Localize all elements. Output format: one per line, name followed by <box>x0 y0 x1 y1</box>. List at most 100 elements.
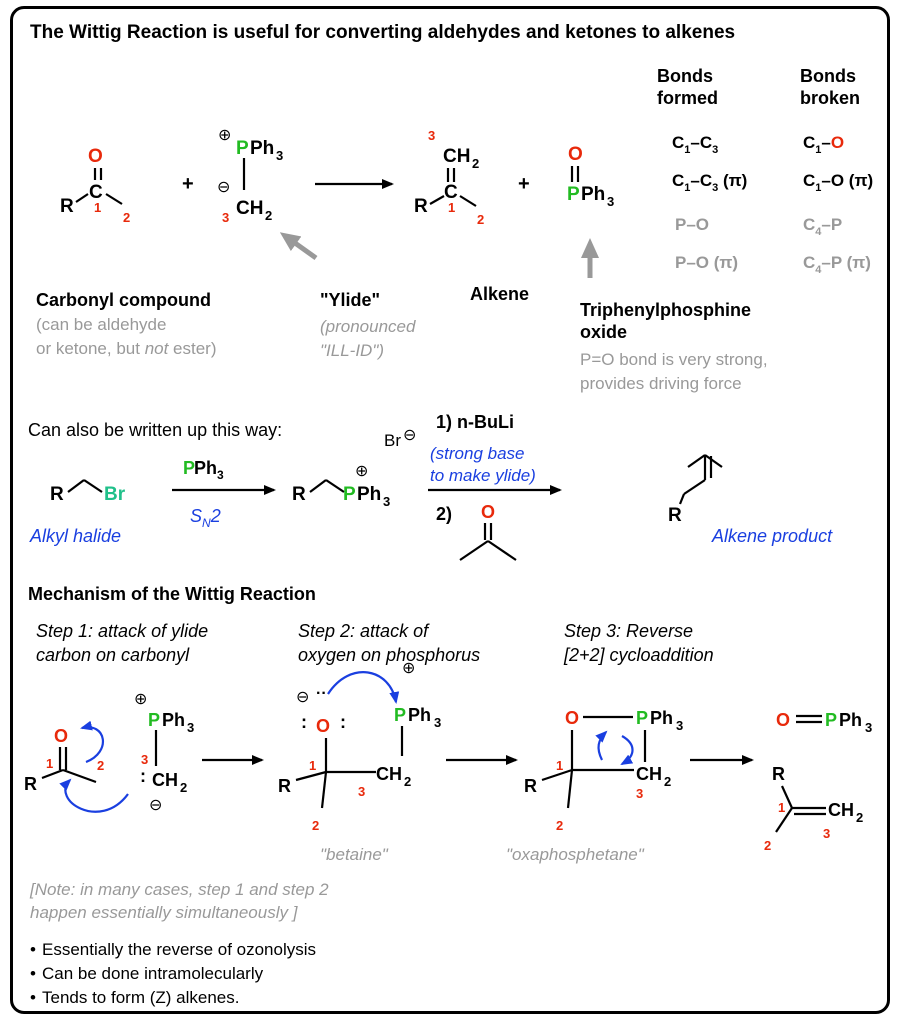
svg-text:1: 1 <box>94 200 101 215</box>
note-line-1: [Note: in many cases, step 1 and step 2 <box>29 880 329 899</box>
alkene-product-label: Alkene product <box>711 526 833 546</box>
svg-text:2: 2 <box>664 774 671 789</box>
ylide-structure: ⊕ P Ph 3 ⊖ CH 2 3 <box>217 127 283 225</box>
svg-text:R: R <box>292 484 306 505</box>
tppo-label: Triphenylphosphine <box>580 300 751 320</box>
broken-bond-1: C1–O <box>803 133 844 156</box>
svg-text:3: 3 <box>676 718 683 733</box>
carbonyl-label: Carbonyl compound <box>36 290 211 310</box>
svg-text::: : <box>301 712 307 732</box>
svg-text:Bonds: Bonds <box>800 66 856 86</box>
svg-text:R: R <box>414 196 428 217</box>
svg-text:P: P <box>236 138 249 159</box>
svg-text:3: 3 <box>428 128 435 143</box>
bullet-list: • Essentially the reverse of ozonolysis … <box>30 940 316 1007</box>
svg-text:Step 1: attack of ylide: Step 1: attack of ylide <box>36 621 208 641</box>
ylide-label: "Ylide" <box>320 290 380 310</box>
svg-text:•: • <box>30 940 36 959</box>
svg-text:2: 2 <box>404 774 411 789</box>
svg-text:C: C <box>444 182 458 203</box>
svg-text:Ph: Ph <box>650 708 673 728</box>
svg-text:(pronounced: (pronounced <box>320 317 416 336</box>
step1-reagent: 1) n-BuLi <box>436 412 514 432</box>
svg-text:2: 2 <box>477 212 484 227</box>
svg-text:CH: CH <box>236 198 263 219</box>
atom-o: O <box>88 146 103 167</box>
svg-text:⊖: ⊖ <box>149 797 162 814</box>
final-products-structure: O P Ph 3 R 1 CH 2 3 2 <box>764 710 872 853</box>
svg-text:+: + <box>518 173 530 195</box>
svg-text:Ph: Ph <box>250 138 274 159</box>
svg-text:P: P <box>567 184 580 205</box>
atom-c: C <box>89 182 103 203</box>
svg-text:CH: CH <box>443 146 470 167</box>
acetone-structure: O <box>459 502 517 561</box>
svg-text:Br: Br <box>104 484 126 505</box>
svg-text:1: 1 <box>778 800 785 815</box>
oxaphosphetane-structure: O P Ph 3 CH 2 3 1 R 2 <box>524 708 683 833</box>
svg-text:P: P <box>636 708 648 728</box>
note-line-2: happen essentially simultaneously ] <box>30 903 299 922</box>
svg-text:CH: CH <box>636 764 662 784</box>
bullet-item: Tends to form (Z) alkenes. <box>42 988 239 1007</box>
svg-text:R: R <box>772 764 785 784</box>
svg-text:3: 3 <box>222 210 229 225</box>
ylide-pointer-arrow <box>279 232 318 261</box>
svg-text:Bonds: Bonds <box>657 66 713 86</box>
svg-text::: : <box>140 766 146 786</box>
svg-text:CH: CH <box>828 800 854 820</box>
broken-bond-4: C4–P (π) <box>803 253 871 276</box>
formed-bond-3: P–O <box>675 215 709 234</box>
svg-text:Ph: Ph <box>357 484 381 505</box>
svg-text:2: 2 <box>472 156 479 171</box>
formed-bond-1: C1–C3 <box>672 133 718 156</box>
svg-text:··: ·· <box>316 685 327 702</box>
svg-text:3: 3 <box>607 194 614 209</box>
svg-text:2: 2 <box>556 818 563 833</box>
svg-text:⊖: ⊖ <box>217 179 230 196</box>
broken-bond-2: C1–O (π) <box>803 171 873 194</box>
svg-text:P: P <box>394 705 406 725</box>
tppo-structure: O P Ph 3 <box>567 144 614 209</box>
svg-text:2: 2 <box>97 758 104 773</box>
svg-text:O: O <box>54 726 68 746</box>
svg-text:1: 1 <box>309 758 316 773</box>
svg-text:provides driving force: provides driving force <box>580 374 742 393</box>
svg-text:2: 2 <box>764 838 771 853</box>
svg-text:⊕: ⊕ <box>402 660 415 677</box>
svg-text:3: 3 <box>823 826 830 841</box>
alkyl-bromide-structure: R Br <box>50 479 126 505</box>
bonds-table: Bonds formed Bonds broken C1–C3 C1–C3 (π… <box>657 66 873 276</box>
svg-text:⊕: ⊕ <box>134 691 147 708</box>
bullet-item: Can be done intramolecularly <box>42 964 264 983</box>
svg-text:Step 2: attack of: Step 2: attack of <box>298 621 430 641</box>
svg-text:Ph: Ph <box>581 184 605 205</box>
phosphonium-salt-structure: Br ⊖ ⊕ R P Ph 3 <box>292 427 416 509</box>
svg-text:Ph: Ph <box>839 710 862 730</box>
svg-text:R: R <box>50 484 64 505</box>
svg-text::: : <box>340 712 346 732</box>
svg-text:P: P <box>148 710 160 730</box>
svg-text:Ph: Ph <box>408 705 431 725</box>
svg-text:R: R <box>524 776 537 796</box>
svg-text:oxide: oxide <box>580 322 627 342</box>
carbonyl-note-1: (can be aldehyde <box>36 315 166 334</box>
page-title: The Wittig Reaction is useful for conver… <box>30 22 735 43</box>
svg-text:⊕: ⊕ <box>355 463 368 480</box>
svg-text:"ILL-ID"): "ILL-ID") <box>320 341 384 360</box>
svg-text:R: R <box>24 774 37 794</box>
svg-text:2: 2 <box>312 818 319 833</box>
formed-bond-2: C1–C3 (π) <box>672 171 747 194</box>
svg-text:2: 2 <box>265 208 272 223</box>
svg-text:1: 1 <box>448 200 455 215</box>
svg-text:3: 3 <box>865 720 872 735</box>
alt-heading: Can also be written up this way: <box>28 420 282 440</box>
oxaphosphetane-label: "oxaphosphetane" <box>506 845 645 864</box>
svg-text:3: 3 <box>383 494 390 509</box>
broken-bond-3: C4–P <box>803 215 842 238</box>
svg-text:⊖: ⊖ <box>403 427 416 444</box>
svg-text:O: O <box>316 716 330 736</box>
svg-text:R: R <box>278 776 291 796</box>
mechanism-step1-structure: O 1 R 2 ⊕ P Ph 3 3 : CH 2 ⊖ <box>24 691 194 814</box>
